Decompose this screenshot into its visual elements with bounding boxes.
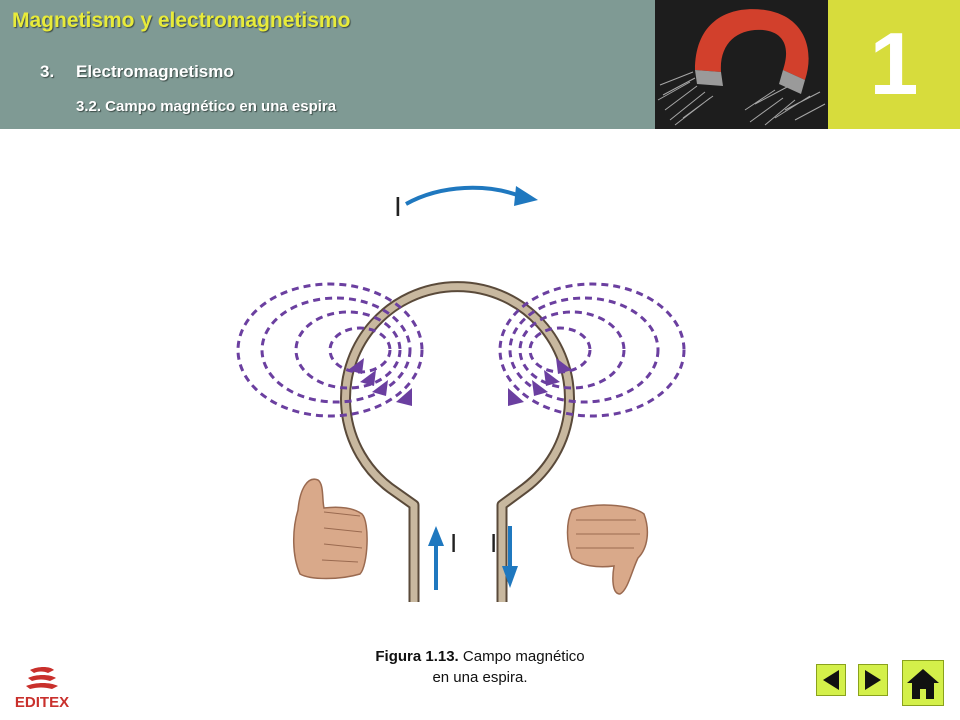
loop-diagram: I I I	[220, 170, 740, 620]
wire-loop	[340, 281, 575, 602]
thumb-down-hand	[566, 504, 649, 595]
current-label-top: I	[394, 191, 402, 222]
caption-label: Figura 1.13.	[375, 648, 459, 665]
field-lines-right	[498, 282, 686, 418]
home-icon	[907, 669, 939, 699]
unit-number: 1	[869, 14, 919, 113]
editex-logo: EDITEX	[8, 666, 76, 712]
current-label-right: I	[490, 528, 497, 558]
horseshoe-magnet-photo	[655, 0, 828, 129]
current-arrow-top	[405, 185, 521, 206]
home-button[interactable]	[902, 660, 944, 706]
page-title: Magnetismo y electromagnetismo	[12, 9, 351, 32]
figure-caption: Figura 1.13. Campo magnético en una espi…	[330, 646, 630, 688]
field-arrows-left	[348, 358, 412, 406]
section-heading: 3. Electromagnetismo	[40, 62, 234, 82]
unit-badge: 1	[828, 0, 960, 129]
triangle-right-icon	[865, 670, 881, 690]
caption-line-2: en una espira.	[432, 669, 528, 686]
logo-text: EDITEX	[14, 694, 70, 711]
section-number: 3.	[40, 62, 55, 81]
editex-logo-mark	[26, 667, 58, 689]
header-bar: Magnetismo y electromagnetismo 3. Electro…	[0, 0, 655, 129]
triangle-left-icon	[823, 670, 839, 690]
caption-line-1: Campo magnético	[458, 648, 585, 665]
previous-button[interactable]	[816, 664, 846, 696]
thumb-up-hand	[292, 478, 368, 580]
section-label: Electromagnetismo	[76, 62, 234, 81]
subsection-heading: 3.2. Campo magnético en una espira	[76, 98, 337, 115]
next-button[interactable]	[858, 664, 888, 696]
current-label-left: I	[450, 528, 457, 558]
field-arrows-right	[508, 358, 572, 406]
